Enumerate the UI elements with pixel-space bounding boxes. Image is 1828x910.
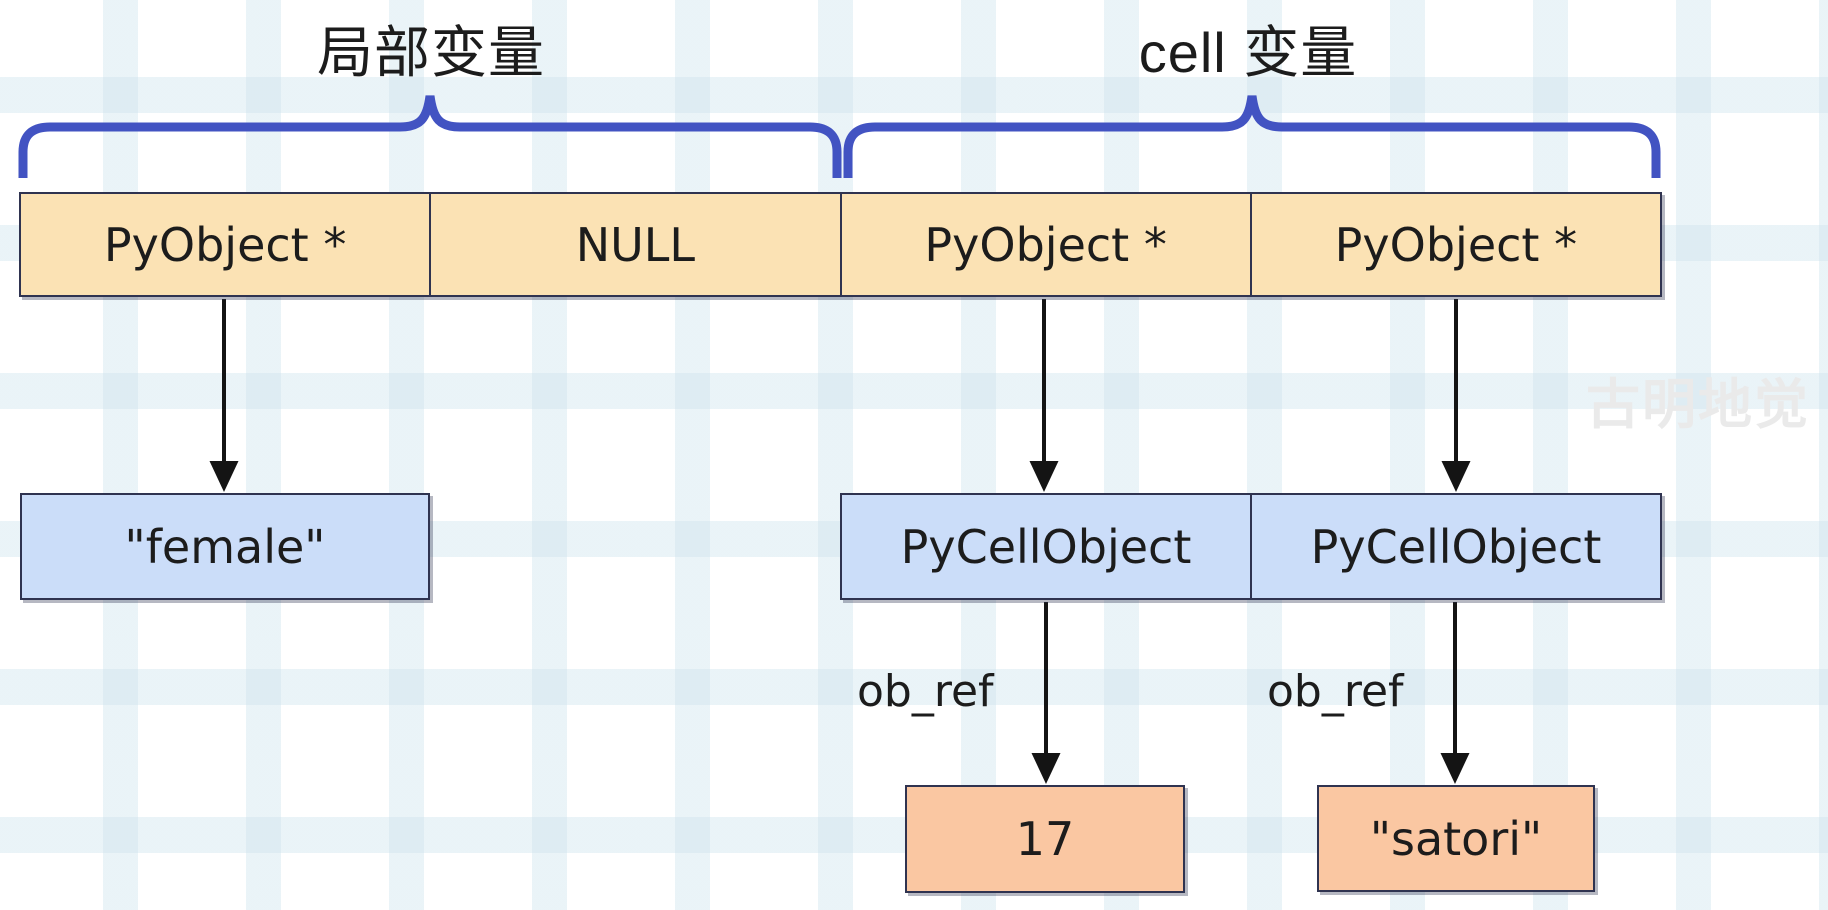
field-label-ob-ref-left: ob_ref xyxy=(857,666,994,717)
slot-pyobject-2: PyObject * xyxy=(839,194,1250,295)
value-box-str: "satori" xyxy=(1317,785,1595,892)
watermark: 古明地觉 xyxy=(1586,375,1810,435)
slot-null: NULL xyxy=(429,194,839,295)
cell-object-row: PyCellObject PyCellObject xyxy=(840,493,1662,600)
slot-pyobject-1: PyObject * xyxy=(103,217,347,272)
slot-pyobject-3: PyObject * xyxy=(1249,194,1660,295)
arrowhead-slot4-to-cell2 xyxy=(1441,461,1471,492)
object-box-pycellobject-2: PyCellObject xyxy=(1250,495,1660,598)
arrowhead-slot3-to-cell1 xyxy=(1029,461,1059,492)
arrowhead-cell1-to-int xyxy=(1031,753,1061,784)
label-local-variables: 局部变量 xyxy=(317,21,545,84)
slot-row: PyObject * NULL PyObject * PyObject * xyxy=(19,192,1662,297)
arrowhead-cell2-to-str xyxy=(1440,753,1470,784)
value-box-int: 17 xyxy=(905,785,1185,893)
field-label-ob-ref-right: ob_ref xyxy=(1267,666,1404,717)
brace-local-variables xyxy=(18,95,842,178)
brace-cell-variables xyxy=(843,95,1661,178)
object-box-female: "female" xyxy=(20,493,430,600)
label-cell-variables: cell 变量 xyxy=(1138,21,1358,84)
object-box-pycellobject-1: PyCellObject xyxy=(900,519,1192,574)
arrowhead-slot1-to-female xyxy=(209,461,239,492)
